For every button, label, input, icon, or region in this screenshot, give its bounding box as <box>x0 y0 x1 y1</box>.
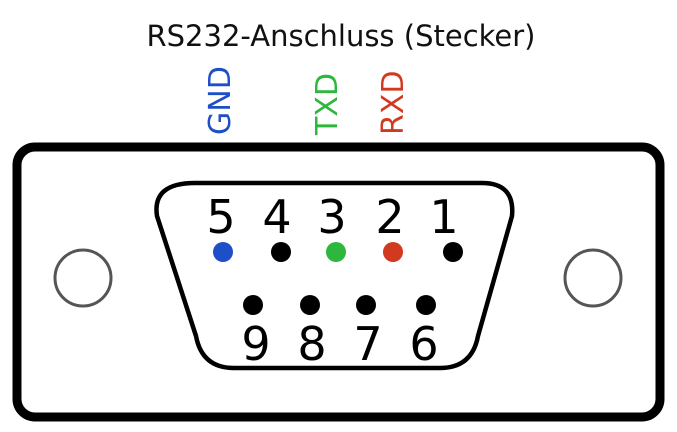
screw-hole-left <box>53 248 113 308</box>
pin-9 <box>243 295 263 315</box>
pin-2-rxd <box>383 242 403 262</box>
pin-1 <box>443 242 463 262</box>
signal-label-rxd: RXD <box>376 71 411 136</box>
pin-number-9: 9 <box>241 317 270 371</box>
pin-7 <box>356 295 376 315</box>
pin-number-8: 8 <box>297 317 326 371</box>
pin-number-1: 1 <box>429 190 458 244</box>
pin-8 <box>300 295 320 315</box>
screw-hole-right <box>563 248 623 308</box>
pin-number-7: 7 <box>353 317 382 371</box>
pin-4 <box>271 242 291 262</box>
pin-5-gnd <box>213 242 233 262</box>
pin-number-2: 2 <box>375 190 404 244</box>
pin-6 <box>416 295 436 315</box>
signal-label-txd: TXD <box>310 73 345 136</box>
pin-number-3: 3 <box>317 190 346 244</box>
diagram-title: RS232-Anschluss (Stecker) <box>147 19 536 53</box>
connector-face <box>154 180 515 371</box>
pin-3-txd <box>326 242 346 262</box>
signal-label-gnd: GND <box>203 66 238 135</box>
pin-number-6: 6 <box>409 317 438 371</box>
pin-number-5: 5 <box>206 190 235 244</box>
pin-number-4: 4 <box>262 190 291 244</box>
